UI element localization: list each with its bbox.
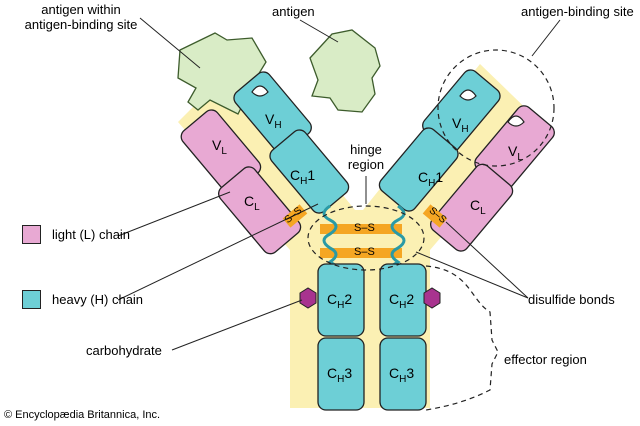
label-heavy-chain: heavy (H) chain: [52, 292, 144, 307]
ss-bond-lower: S–S: [354, 246, 375, 258]
vl-label-left: VL: [212, 137, 227, 157]
ch2-domain-left: [317, 263, 365, 337]
effector-region-bracket: [425, 265, 499, 411]
binding-site-notch-left: [251, 85, 269, 97]
hinge-disulfide-bar-lower: [320, 248, 402, 258]
carbohydrate-hexagon-right: [423, 287, 441, 309]
ch2-label-left: CH2: [327, 291, 353, 311]
binding-site-notch-right-heavy: [459, 89, 477, 101]
hinge-region-ellipse: [307, 205, 425, 271]
ch1-domain-left: [269, 129, 350, 214]
vh-label-left: VH: [265, 111, 282, 131]
cl-domain-right: [430, 163, 514, 252]
leader-disulfide-2: [445, 221, 529, 299]
cl-domain-left: [218, 166, 302, 255]
leader-heavy-chain: [117, 203, 319, 301]
ch3-domain-right: [379, 337, 427, 411]
vh-label-right: VH: [452, 115, 469, 135]
label-light-chain: light (L) chain: [52, 227, 131, 242]
interchain-disulfide-left: [282, 204, 308, 228]
hinge-disulfide-bar-upper: [320, 224, 402, 234]
ch1-label-right: CH1: [418, 169, 444, 189]
hinge-heavy-chain-left: [322, 204, 341, 270]
ss-bond-upper: S–S: [354, 222, 375, 234]
carbohydrate-hexagon-left: [299, 287, 317, 309]
ch2-label-right: CH2: [389, 291, 415, 311]
legend-swatch-light-chain: [22, 225, 41, 244]
leader-antigen-free: [299, 19, 339, 43]
label-antigen-within-line2: antigen-binding site: [24, 17, 138, 32]
right-arm-light-chain-constant: [430, 163, 514, 252]
ch3-label-left: CH3: [327, 365, 353, 385]
ch3-domain-left: [317, 337, 365, 411]
copyright-notice: © Encyclopædia Britannica, Inc.: [4, 409, 161, 421]
label-hinge-region: hinge region: [336, 142, 396, 172]
label-antigen-binding-site: antigen-binding site: [521, 4, 634, 19]
leader-disulfide-1: [415, 251, 529, 299]
cl-label-right: CL: [470, 197, 486, 217]
label-hinge-line2: region: [347, 157, 385, 172]
label-carbohydrate: carbohydrate: [86, 343, 162, 358]
label-antigen-within-line1: antigen within: [41, 2, 121, 17]
label-antigen: antigen: [272, 4, 315, 19]
label-effector-region: effector region: [504, 352, 587, 367]
ch3-label-right: CH3: [389, 365, 415, 385]
label-disulfide-bonds: disulfide bonds: [528, 292, 615, 307]
ch1-label-left: CH1: [290, 167, 316, 187]
hinge-heavy-chain-right: [387, 204, 406, 270]
antigen-free-shape: [309, 29, 381, 113]
right-arm-heavy-chain-constant: [378, 127, 459, 212]
left-arm-heavy-chain-constant: [269, 129, 350, 214]
leader-antigen-bound: [139, 17, 201, 69]
interchain-disulfide-right: [422, 204, 448, 228]
legend-swatch-heavy-chain: [22, 290, 41, 309]
label-hinge-line1: hinge: [350, 142, 382, 157]
binding-site-notch-right-light: [507, 115, 525, 127]
leader-antigen-binding-site: [531, 19, 561, 57]
leader-light-chain: [117, 191, 231, 237]
leader-carbohydrate: [171, 299, 303, 351]
ch1-domain-right: [378, 127, 459, 212]
vl-label-right: VL: [508, 143, 523, 163]
left-arm-light-chain-constant: [218, 166, 302, 255]
antigen-binding-site-circle: [437, 49, 555, 167]
label-antigen-within: antigen within antigen-binding site: [6, 2, 156, 32]
cl-label-left: CL: [244, 193, 260, 213]
